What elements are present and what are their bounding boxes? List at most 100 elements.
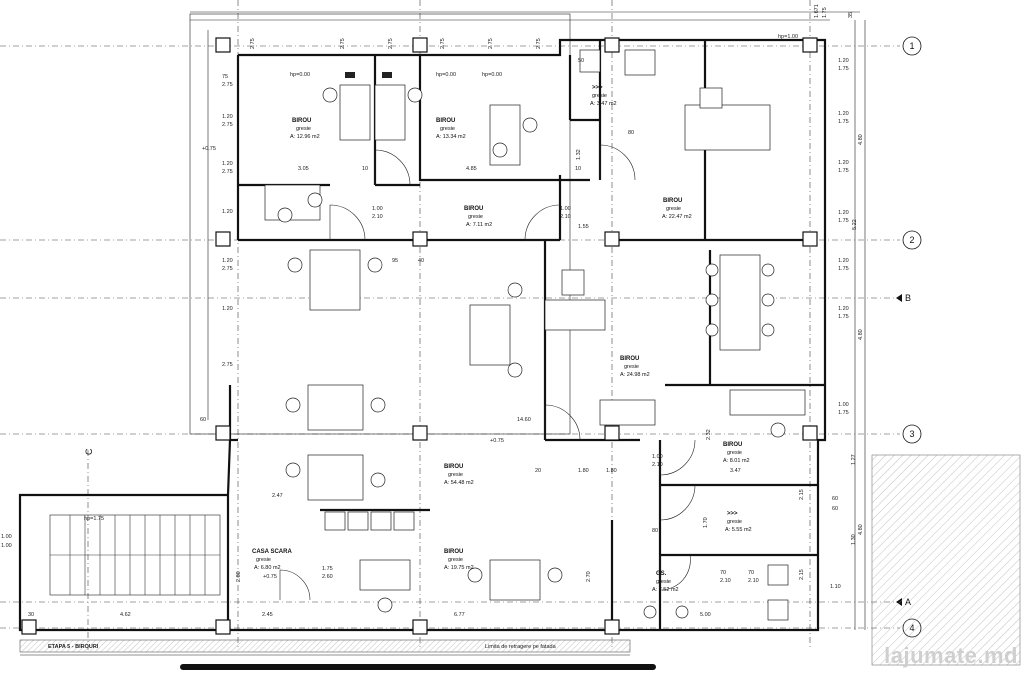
svg-text:1.10: 1.10 <box>830 584 841 590</box>
svg-text:gresie: gresie <box>448 557 463 563</box>
svg-text:2.60: 2.60 <box>322 574 333 580</box>
svg-text:1.00: 1.00 <box>372 206 383 212</box>
svg-text:gresie: gresie <box>448 472 463 478</box>
svg-text:1.20: 1.20 <box>838 58 849 64</box>
svg-text:2.10: 2.10 <box>652 462 663 468</box>
svg-text:20: 20 <box>535 468 541 474</box>
svg-text:2.75: 2.75 <box>222 82 233 88</box>
svg-text:1.75: 1.75 <box>822 7 828 18</box>
svg-text:A: 7.11 m2: A: 7.11 m2 <box>466 222 492 228</box>
svg-text:1.55: 1.55 <box>578 224 589 230</box>
svg-text:5.00: 5.00 <box>700 612 711 618</box>
svg-text:A: 13.34 m2: A: 13.34 m2 <box>436 134 466 140</box>
svg-text:10: 10 <box>362 166 368 172</box>
svg-text:BIROU: BIROU <box>444 549 463 555</box>
svg-text:2.15: 2.15 <box>799 489 805 500</box>
svg-text:2.45: 2.45 <box>262 612 273 618</box>
room-birou-13-34: BIROU gresie A: 13.34 m2 <box>436 118 466 140</box>
svg-text:1.20: 1.20 <box>838 258 849 264</box>
svg-text:2.75: 2.75 <box>222 122 233 128</box>
svg-text:6.77: 6.77 <box>454 612 465 618</box>
exterior-hatched-zone <box>871 454 1021 666</box>
svg-text:>>>: >>> <box>592 85 603 91</box>
svg-text:2.75: 2.75 <box>222 169 233 175</box>
svg-text:BIROU: BIROU <box>444 464 463 470</box>
svg-text:2.10: 2.10 <box>720 578 731 584</box>
horizontal-scrollbar[interactable] <box>180 664 656 670</box>
svg-text:1.75: 1.75 <box>838 314 849 320</box>
svg-text:40: 40 <box>418 258 424 264</box>
svg-text:gresie: gresie <box>592 93 607 99</box>
svg-text:2.47: 2.47 <box>272 493 283 499</box>
svg-text:GS.: GS. <box>656 571 667 577</box>
svg-text:+0.75: +0.75 <box>490 438 504 444</box>
svg-text:80: 80 <box>628 130 634 136</box>
room-casa-scara: CASA SCARA gresie A: 6.80 m2 <box>252 549 292 571</box>
svg-text:hp=0.00: hp=0.00 <box>290 72 310 78</box>
svg-text:+0.75: +0.75 <box>202 146 216 152</box>
svg-text:BIROU: BIROU <box>436 118 455 124</box>
svg-text:50: 50 <box>578 58 584 64</box>
svg-text:A: 24.98 m2: A: 24.98 m2 <box>620 372 650 378</box>
svg-text:70: 70 <box>720 570 726 576</box>
svg-text:A: 5.55 m2: A: 5.55 m2 <box>725 527 752 533</box>
svg-text:>>>: >>> <box>727 511 738 517</box>
svg-text:2.70: 2.70 <box>586 571 592 582</box>
svg-text:BIROU: BIROU <box>723 442 742 448</box>
svg-text:1.00: 1.00 <box>1 534 12 540</box>
room-birou-8-01: BIROU gresie A: 8.01 m2 <box>723 442 750 464</box>
svg-text:A: 7.52 m2: A: 7.52 m2 <box>652 587 679 593</box>
dims-inner: hp=0.00 hp=0.00 hp=0.00 hp=1.00 hp=1.75 … <box>1 34 798 618</box>
ground-strip <box>19 639 631 653</box>
svg-text:gresie: gresie <box>440 126 455 132</box>
dimension-lines <box>20 11 866 656</box>
svg-text:gresie: gresie <box>296 126 311 132</box>
furniture <box>264 49 806 621</box>
svg-text:3.47: 3.47 <box>730 468 741 474</box>
stage-label: ETAPA 5 - BIROURI <box>48 644 99 650</box>
svg-text:2.75: 2.75 <box>250 38 256 49</box>
svg-text:2.15: 2.15 <box>799 569 805 580</box>
svg-text:30: 30 <box>28 612 34 618</box>
svg-text:2.75: 2.75 <box>222 362 233 368</box>
setback-note: Limita de retragere pe fatada <box>485 644 557 650</box>
svg-text:1.00: 1.00 <box>838 402 849 408</box>
svg-text:1.75: 1.75 <box>838 218 849 224</box>
svg-text:A: 12.96 m2: A: 12.96 m2 <box>290 134 320 140</box>
svg-text:1.27: 1.27 <box>851 454 857 465</box>
svg-text:1.20: 1.20 <box>838 306 849 312</box>
svg-text:A: 3.47 m2: A: 3.47 m2 <box>590 101 617 107</box>
svg-text:2.75: 2.75 <box>388 38 394 49</box>
svg-text:1.75: 1.75 <box>838 410 849 416</box>
svg-text:2.10: 2.10 <box>560 214 571 220</box>
svg-text:gresie: gresie <box>656 579 671 585</box>
svg-text:1.20: 1.20 <box>838 111 849 117</box>
svg-text:1.75: 1.75 <box>838 119 849 125</box>
svg-text:A: 19.75 m2: A: 19.75 m2 <box>444 565 474 571</box>
svg-text:1.20: 1.20 <box>222 114 233 120</box>
svg-text:1.20: 1.20 <box>222 161 233 167</box>
svg-text:1.00: 1.00 <box>652 454 663 460</box>
svg-text:A: 8.01 m2: A: 8.01 m2 <box>723 458 750 464</box>
svg-text:2.75: 2.75 <box>340 38 346 49</box>
svg-text:gresie: gresie <box>727 450 742 456</box>
axis-B: B <box>905 293 911 303</box>
svg-text:gresie: gresie <box>727 519 742 525</box>
svg-text:1.00: 1.00 <box>1 543 12 549</box>
svg-text:BIROU: BIROU <box>620 356 639 362</box>
svg-text:hp=1.00: hp=1.00 <box>778 34 798 40</box>
axis-3: 3 <box>909 429 914 439</box>
svg-text:hp=0.00: hp=0.00 <box>436 72 456 78</box>
svg-text:gresie: gresie <box>666 206 681 212</box>
room-birou-54-48: BIROU gresie A: 54.48 m2 <box>444 464 474 486</box>
dims-right: 1.20 1.75 1.20 1.75 1.20 1.75 1.20 1.75 … <box>799 58 864 590</box>
svg-text:1.20: 1.20 <box>838 160 849 166</box>
svg-text:2.75: 2.75 <box>488 38 494 49</box>
svg-text:hp=1.75: hp=1.75 <box>84 516 104 522</box>
room-birou-24-98: BIROU gresie A: 24.98 m2 <box>620 356 650 378</box>
svg-text:5.22: 5.22 <box>852 219 858 230</box>
svg-text:2.75: 2.75 <box>536 38 542 49</box>
svg-text:1.75: 1.75 <box>838 168 849 174</box>
room-birou-22-47: BIROU gresie A: 22.47 m2 <box>662 198 692 220</box>
